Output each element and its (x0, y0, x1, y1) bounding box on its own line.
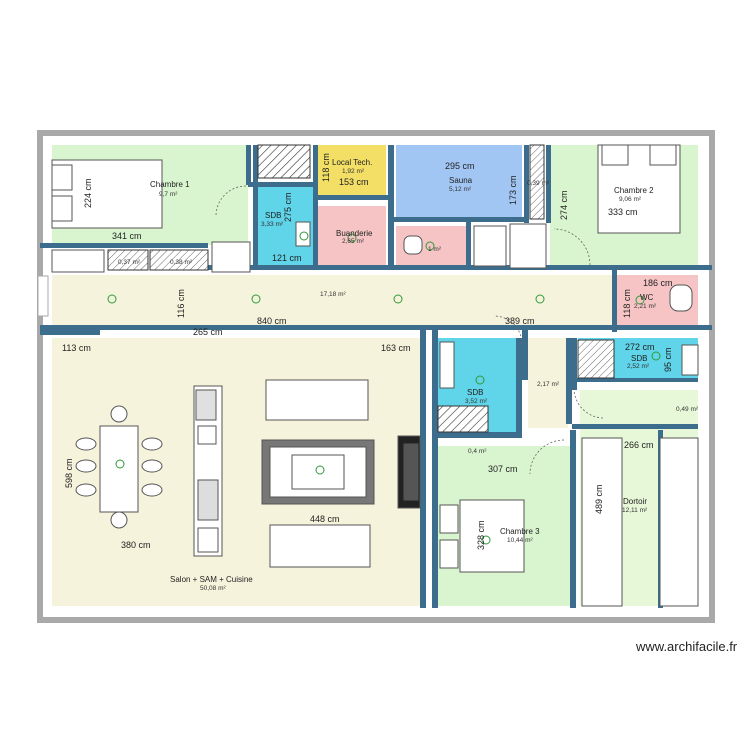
dim-173: 173 cm (508, 175, 518, 205)
dim-307: 307 cm (488, 464, 518, 474)
dim-274: 274 cm (559, 190, 569, 220)
area-closet1: 0,37 m² (118, 259, 141, 266)
hatched-elements (107, 144, 615, 433)
light-markers (107, 231, 661, 545)
dim-489: 489 cm (594, 484, 604, 514)
dim-389: 389 cm (505, 316, 535, 326)
dim-333: 333 cm (608, 207, 638, 217)
cabinet-4 (473, 225, 507, 267)
dim-113: 113 cm (62, 343, 91, 353)
furniture (51, 144, 699, 607)
room-sauna (396, 145, 522, 217)
cabinet-3 (509, 223, 547, 269)
label-salon: Salon + SAM + Cuisine (170, 575, 253, 584)
label-sdb-mid: SDB (467, 388, 483, 397)
area-chambre2: 9,06 m² (619, 196, 642, 203)
label-buanderie: Buanderie (336, 229, 373, 238)
dining-table (99, 425, 139, 513)
sofa-bottom (269, 524, 371, 568)
dim-266: 266 cm (624, 440, 654, 450)
area-small-04: 0,4 m² (468, 448, 487, 455)
sink-sdb2 (439, 341, 455, 389)
room-labels: Chambre 1 9,7 m² SDB 3,33 m² Local Tech.… (118, 158, 699, 592)
area-sdb-top: 3,33 m² (261, 221, 284, 228)
area-small-049: 0,49 m² (676, 406, 699, 413)
windows (37, 275, 49, 317)
label-sauna: Sauna (449, 176, 473, 185)
dim-121: 121 cm (272, 253, 302, 263)
area-buanderie: 2,65 m² (342, 238, 365, 245)
dim-95: 95 cm (663, 347, 673, 372)
area-local-tech: 1,92 m² (342, 168, 365, 175)
area-chambre1: 9,7 m² (159, 191, 178, 198)
dim-380: 380 cm (121, 540, 151, 550)
room-couloir2 (528, 338, 568, 428)
area-dortoir: 12,11 m² (622, 507, 648, 514)
area-sdb-right: 2,52 m² (627, 363, 650, 370)
dim-341: 341 cm (112, 231, 142, 241)
label-chambre3: Chambre 3 (500, 527, 540, 536)
area-sdb-mid: 3,52 m² (465, 398, 488, 405)
toilet-wc (669, 284, 693, 312)
room-buanderie (318, 206, 386, 268)
bunk-2 (659, 437, 699, 607)
area-chambre3: 10,44 m² (507, 537, 533, 544)
dim-224: 224 cm (83, 178, 93, 208)
area-wc-small: 1 m² (428, 246, 442, 253)
dim-272: 272 cm (625, 342, 655, 352)
sink-sdb (295, 221, 311, 247)
dim-840: 840 cm (257, 316, 287, 326)
label-chambre2: Chambre 2 (614, 186, 654, 195)
dim-598: 598 cm (64, 458, 74, 488)
area-wc: 2,21 m² (634, 303, 657, 310)
label-dortoir: Dortoir (623, 497, 647, 506)
dim-295: 295 cm (445, 161, 475, 171)
area-sauna: 5,12 m² (449, 186, 472, 193)
dim-163: 163 cm (381, 343, 411, 353)
bed-chambre3 (459, 499, 525, 573)
label-sdb-top: SDB (265, 211, 281, 220)
dim-153: 153 cm (339, 177, 369, 187)
dim-186: 186 cm (643, 278, 673, 288)
sofa-top (265, 379, 369, 421)
dining-chairs (75, 405, 163, 529)
dimension-labels: 224 cm 341 cm 275 cm 121 cm 118 cm 153 c… (62, 153, 673, 550)
dim-275: 275 cm (283, 192, 293, 222)
dim-118a: 118 cm (321, 153, 331, 182)
area-couloir: 17,18 m² (320, 291, 346, 298)
door-swings (215, 185, 605, 475)
dim-118b: 118 cm (622, 289, 632, 318)
area-couloir2: 2,17 m² (537, 381, 560, 388)
bunk-1 (581, 437, 623, 607)
label-sdb-right: SDB (631, 354, 647, 363)
label-chambre1: Chambre 1 (150, 180, 190, 189)
dim-265: 265 cm (193, 327, 223, 337)
cabinet-2 (211, 241, 251, 273)
watermark: www.archifacile.fr (635, 639, 738, 654)
cabinet-1 (51, 249, 105, 273)
dim-328: 328 cm (476, 520, 486, 550)
area-closet2: 0,38 m² (170, 259, 193, 266)
dim-448: 448 cm (310, 514, 340, 524)
room-couloir (52, 275, 612, 325)
label-wc: WC (640, 293, 654, 302)
area-salon: 50,08 m² (200, 585, 226, 592)
dim-116: 116 cm (176, 289, 186, 318)
toilet-small (403, 235, 423, 255)
area-small-039: 0,39 m² (527, 180, 550, 187)
shower-right (681, 344, 699, 376)
room-local-tech (318, 145, 386, 195)
label-local-tech: Local Tech. (332, 158, 372, 167)
